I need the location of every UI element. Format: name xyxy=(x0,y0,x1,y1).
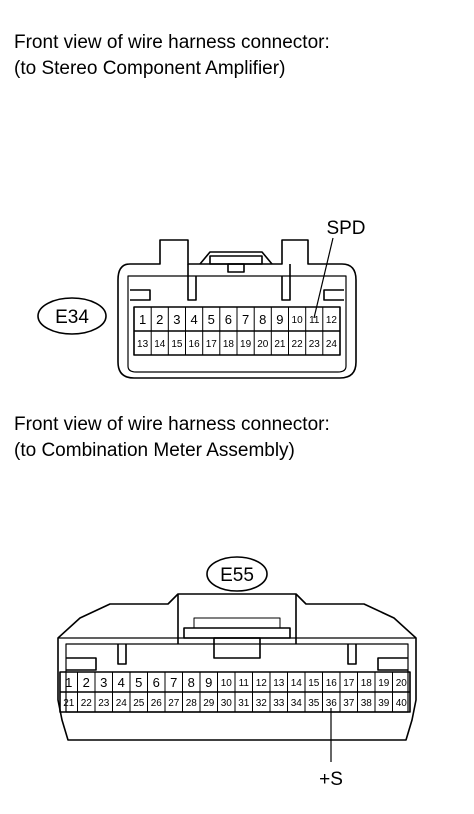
connector-e55-code-ellipse xyxy=(206,556,268,592)
pin-label: 19 xyxy=(240,339,252,350)
bottom-caption-line1: Front view of wire harness connector: xyxy=(14,414,330,435)
pin-label: 15 xyxy=(308,678,320,689)
connector-e55-code: E55 xyxy=(220,565,254,586)
pin-label: 38 xyxy=(361,698,373,709)
pin-label: 11 xyxy=(239,678,250,689)
pin-label: 39 xyxy=(378,698,390,709)
pin-label: 20 xyxy=(257,339,269,350)
pin-label: 4 xyxy=(190,312,197,327)
connector-e34-housing xyxy=(117,239,357,379)
pin-label: 16 xyxy=(326,678,338,689)
pin-label: 7 xyxy=(242,312,249,327)
pin-label: 12 xyxy=(256,678,268,689)
pin-label: 9 xyxy=(276,312,283,327)
pin-label: 16 xyxy=(189,339,201,350)
pin-label: 18 xyxy=(361,678,373,689)
pin-label: 17 xyxy=(343,678,355,689)
pin-label: 1 xyxy=(139,312,146,327)
pin-label: 12 xyxy=(326,315,338,326)
spd-leader-line xyxy=(313,237,334,319)
connector-e34-row2: 13 14 15 16 17 18 19 20 21 22 23 24 xyxy=(137,339,337,350)
pin-label: 3 xyxy=(100,675,107,690)
connector-e55-row1: 1 2 3 4 5 6 7 8 9 10 11 12 13 14 15 16 1… xyxy=(65,675,407,690)
pin-label: 6 xyxy=(225,312,232,327)
pin-label: 8 xyxy=(188,675,195,690)
connector-e34-code-ellipse xyxy=(37,297,107,335)
pin-label: 30 xyxy=(221,698,233,709)
pin-label: 1 xyxy=(65,675,72,690)
pin-label: 32 xyxy=(256,698,268,709)
connector-e55-housing xyxy=(57,593,417,741)
pin-label: 24 xyxy=(116,698,128,709)
pin-label: 19 xyxy=(378,678,390,689)
pin-label: 18 xyxy=(223,339,235,350)
pin-label: 33 xyxy=(273,698,285,709)
top-connector-caption: Front view of wire harness connector: (t… xyxy=(14,30,330,82)
pin-label: 10 xyxy=(292,315,304,326)
pin-label: 8 xyxy=(259,312,266,327)
pin-label: 35 xyxy=(308,698,320,709)
pin-label: 21 xyxy=(274,339,286,350)
pin-label: 6 xyxy=(153,675,160,690)
pin-label: 21 xyxy=(63,698,75,709)
pin-label: 3 xyxy=(173,312,180,327)
pin-label: 14 xyxy=(154,339,166,350)
spd-terminal-label: SPD xyxy=(326,218,365,239)
bottom-connector-caption: Front view of wire harness connector: (t… xyxy=(14,412,330,464)
pin-label: 13 xyxy=(273,678,285,689)
pin-label: 22 xyxy=(292,339,304,350)
pin-label: 13 xyxy=(137,339,149,350)
pin-label: 24 xyxy=(326,339,338,350)
pin-label: 10 xyxy=(221,678,233,689)
pin-label: 17 xyxy=(206,339,218,350)
bottom-caption-line2: (to Combination Meter Assembly) xyxy=(14,440,295,461)
top-caption-line1: Front view of wire harness connector: xyxy=(14,32,330,53)
pin-label: 40 xyxy=(396,698,408,709)
pin-label: 37 xyxy=(343,698,355,709)
pin-label: 9 xyxy=(205,675,212,690)
pin-label: 23 xyxy=(98,698,110,709)
pin-label: 2 xyxy=(156,312,163,327)
pin-label: 7 xyxy=(170,675,177,690)
pin-label: 14 xyxy=(291,678,303,689)
pin-label: 28 xyxy=(186,698,198,709)
connector-e34-code: E34 xyxy=(55,307,89,328)
pin-label: 36 xyxy=(326,698,338,709)
pin-label: 27 xyxy=(168,698,180,709)
pin-label: 4 xyxy=(118,675,125,690)
pin-label: 22 xyxy=(81,698,93,709)
pin-label: 20 xyxy=(396,678,408,689)
pin-label: 23 xyxy=(309,339,321,350)
pin-label: 5 xyxy=(208,312,215,327)
pin-label: 2 xyxy=(83,675,90,690)
pin-label: 31 xyxy=(238,698,250,709)
pin-label: 11 xyxy=(309,315,320,326)
top-caption-line2: (to Stereo Component Amplifier) xyxy=(14,58,286,79)
pin-label: 5 xyxy=(135,675,142,690)
connector-e34-row1: 1 2 3 4 5 6 7 8 9 10 11 12 xyxy=(139,312,337,327)
plus-s-terminal-label: +S xyxy=(319,769,343,790)
pin-label: 25 xyxy=(133,698,145,709)
connector-e55-row2: 21 22 23 24 25 26 27 28 29 30 31 32 33 3… xyxy=(63,698,407,709)
pin-label: 26 xyxy=(151,698,163,709)
pin-label: 34 xyxy=(291,698,303,709)
pin-label: 29 xyxy=(203,698,215,709)
pin-label: 15 xyxy=(171,339,183,350)
